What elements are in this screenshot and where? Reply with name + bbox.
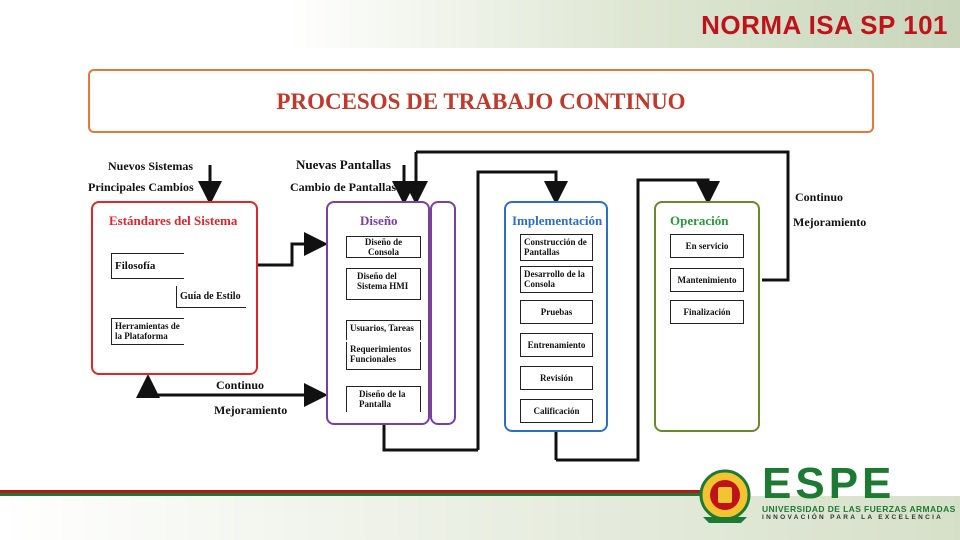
calificacion-box: Calificación	[520, 399, 593, 423]
university-name: UNIVERSIDAD DE LAS FUERZAS ARMADAS	[762, 504, 956, 514]
diseno-hmi-box: Diseño del Sistema HMI	[346, 268, 421, 300]
input-principales-cambios: Principales Cambios	[88, 180, 194, 194]
bottom-mejoramiento-label: Mejoramiento	[214, 403, 288, 417]
university-motto: INNOVACIÓN PARA LA EXCELENCIA	[762, 514, 944, 521]
top-band	[0, 0, 960, 48]
revision-box: Revisión	[520, 366, 593, 390]
herramientas-box: Herramientas de la Plataforma	[111, 318, 184, 345]
espe-brand: ESPE	[762, 459, 896, 508]
bottom-band	[0, 496, 960, 540]
bottom-stripe	[0, 490, 700, 496]
pruebas-box: Pruebas	[520, 300, 593, 324]
input-nuevas-pantallas: Nuevas Pantallas	[296, 157, 391, 172]
en-servicio-box: En servicio	[670, 234, 744, 258]
loop-continuo-label: Continuo	[795, 190, 844, 204]
espe-seal-logo	[699, 469, 751, 523]
slide-title: NORMA ISA SP 101	[701, 10, 948, 40]
implementacion-title: Implementación	[512, 213, 603, 228]
construccion-pantallas-box: Construcción de Pantallas	[520, 234, 593, 261]
desarrollo-consola-box: Desarrollo de la Consola	[520, 266, 593, 293]
diseno-side-panel	[430, 201, 456, 425]
operacion-title: Operación	[670, 213, 729, 228]
diagram-header: PROCESOS DE TRABAJO CONTINUO	[276, 89, 686, 114]
diseno-pantalla-box: Diseño de la Pantalla	[346, 386, 421, 412]
estandares-title: Estándares del Sistema	[109, 213, 238, 228]
loop-mejoramiento-label: Mejoramiento	[793, 215, 867, 229]
guia-estilo-box: Guía de Estilo	[176, 286, 246, 308]
diseno-consola-box: Diseño de Consola	[346, 236, 421, 258]
filosofia-box: Filosofía	[111, 253, 184, 279]
finalizacion-box: Finalización	[670, 300, 744, 324]
bottom-continuo-label: Continuo	[216, 378, 265, 392]
input-cambio-pantallas: Cambio de Pantallas	[290, 180, 397, 194]
input-nuevos-sistemas: Nuevos Sistemas	[108, 159, 194, 173]
usuarios-tareas-box: Usuarios, Tareas	[346, 320, 421, 340]
requerimientos-box: Requerimientos Funcionales	[346, 342, 421, 370]
diagram-header-box: PROCESOS DE TRABAJO CONTINUO	[88, 69, 874, 133]
diseno-title: Diseño	[360, 213, 398, 228]
entrenamiento-box: Entrenamiento	[520, 333, 593, 357]
mantenimiento-box: Mantenimiento	[670, 268, 744, 292]
